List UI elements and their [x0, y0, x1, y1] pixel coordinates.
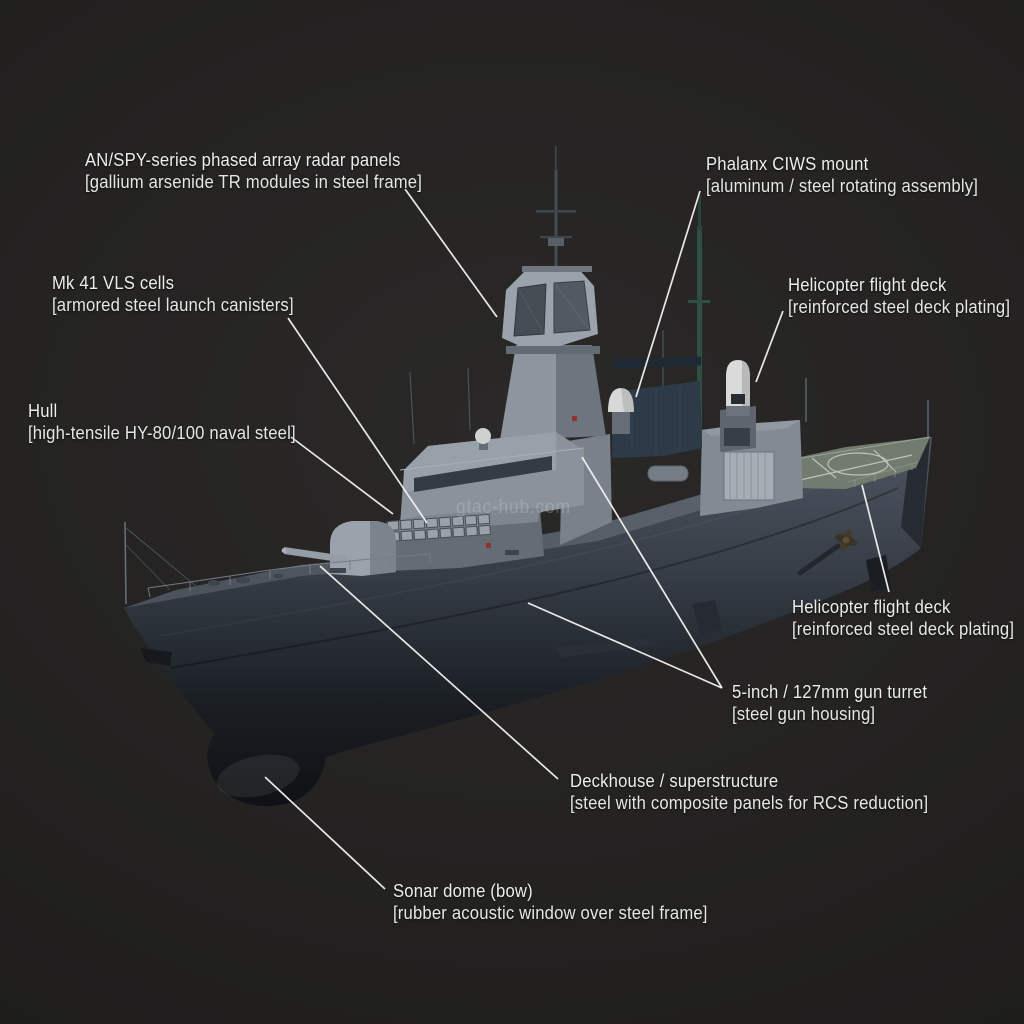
label-subtitle: [gallium arsenide TR modules in steel fr… — [85, 171, 423, 192]
label-title: 5-inch / 127mm gun turret — [732, 681, 928, 702]
label-sonar-dome: Sonar dome (bow) [rubber acoustic window… — [393, 880, 708, 924]
main-pole-mast — [536, 146, 576, 270]
main-deck — [124, 437, 932, 608]
bow-railing — [147, 553, 431, 598]
radar-panel-left — [513, 283, 547, 337]
rudder — [866, 555, 891, 592]
bridge-windows — [414, 456, 552, 492]
flight-deck-surface — [770, 437, 930, 489]
leader-lines — [264, 188, 890, 890]
label-gun-turret: 5-inch / 127mm gun turret [steel gun hou… — [732, 681, 927, 725]
label-phalanx: Phalanx CIWS mount [aluminum / steel rot… — [706, 153, 978, 197]
insignia-red — [572, 416, 577, 421]
helipad-markings — [799, 449, 913, 481]
label-hull: Hull [high-tensile HY-80/100 naval steel… — [28, 400, 296, 444]
label-radar-panels: AN/SPY-series phased array radar panels … — [85, 149, 422, 193]
funnel-cap — [613, 356, 701, 369]
flight-deck — [770, 436, 931, 489]
leader-line-hull — [290, 436, 394, 515]
main-gun-turret — [281, 521, 396, 576]
stern — [556, 437, 930, 657]
deck-edge-highlight — [777, 436, 931, 463]
stern-transom — [901, 437, 930, 548]
watermark: gtac-hub.com — [456, 497, 571, 518]
label-title: Helicopter flight deck — [792, 596, 951, 617]
label-subtitle: [reinforced steel deck plating] — [788, 296, 1011, 317]
label-vls-cells: Mk 41 VLS cells [armored steel launch ca… — [52, 272, 294, 316]
propeller — [835, 529, 857, 551]
label-title: AN/SPY-series phased array radar panels — [85, 149, 401, 170]
hangar-door-slats — [729, 453, 766, 499]
leader-line-heli-deck-lower — [861, 484, 890, 593]
hangar-door — [723, 451, 775, 501]
phalanx-mount — [720, 360, 756, 452]
jackstaff — [124, 521, 127, 605]
hull-crease — [159, 454, 906, 637]
label-subtitle: [high-tensile HY-80/100 naval steel] — [28, 422, 296, 443]
stabilizer-fin — [692, 600, 722, 635]
midships-superstructure — [409, 356, 702, 545]
funnel — [612, 381, 702, 458]
deck-fittings — [208, 550, 519, 586]
whip-antennas — [409, 367, 471, 445]
bridge-superstructure — [399, 416, 585, 525]
label-title: Helicopter flight deck — [788, 274, 947, 295]
label-subtitle: [steel with composite panels for RCS red… — [570, 792, 929, 813]
label-title: Sonar dome (bow) — [393, 880, 533, 901]
main-mast-tower — [500, 266, 606, 440]
satcom-radome — [608, 388, 634, 412]
leader-line-radar-panels — [404, 188, 498, 318]
label-subtitle: [armored steel launch canisters] — [52, 294, 294, 315]
label-subtitle: [rubber acoustic window over steel frame… — [393, 902, 708, 923]
label-heli-deck-upper: Helicopter flight deck [reinforced steel… — [788, 274, 1010, 318]
leader-line-heli-deck-upper — [755, 310, 784, 383]
satcom-pedestal — [612, 412, 630, 434]
mast-top-platform — [522, 266, 592, 272]
bilge-keel — [556, 637, 657, 657]
bridge-radome — [475, 428, 491, 444]
label-title: Hull — [28, 400, 58, 421]
insignia-red-2 — [486, 543, 491, 548]
flight-deck-railing — [847, 461, 919, 487]
bow-details — [124, 521, 519, 605]
anchor — [140, 648, 172, 666]
label-title: Mk 41 VLS cells — [52, 272, 175, 293]
label-title: Deckhouse / superstructure — [570, 770, 779, 791]
leader-line-phalanx — [635, 190, 701, 398]
boot-top-line — [169, 487, 899, 669]
leader-line-gun-turret — [527, 602, 723, 689]
label-subtitle: [aluminum / steel rotating assembly] — [706, 175, 979, 196]
label-title: Phalanx CIWS mount — [706, 153, 869, 174]
hull — [124, 437, 932, 807]
label-subtitle: [reinforced steel deck plating] — [792, 618, 1015, 639]
gun-barrel — [284, 547, 346, 563]
radar-panel-right — [553, 280, 591, 334]
sonar-dome-bulb — [216, 754, 300, 798]
label-deckhouse: Deckhouse / superstructure [steel with c… — [570, 770, 928, 814]
label-subtitle: [steel gun housing] — [732, 703, 876, 724]
phalanx-gun-slot — [731, 394, 745, 404]
prop-shaft — [797, 543, 841, 576]
leader-line-gun-turret — [581, 456, 723, 689]
leader-line-sonar-dome — [264, 776, 386, 890]
hull-body — [124, 437, 932, 807]
label-heli-deck-lower: Helicopter flight deck [reinforced steel… — [792, 596, 1014, 640]
leader-line-deckhouse — [319, 565, 559, 780]
leader-line-vls-cells — [287, 317, 428, 524]
rhib-boat — [647, 465, 689, 482]
